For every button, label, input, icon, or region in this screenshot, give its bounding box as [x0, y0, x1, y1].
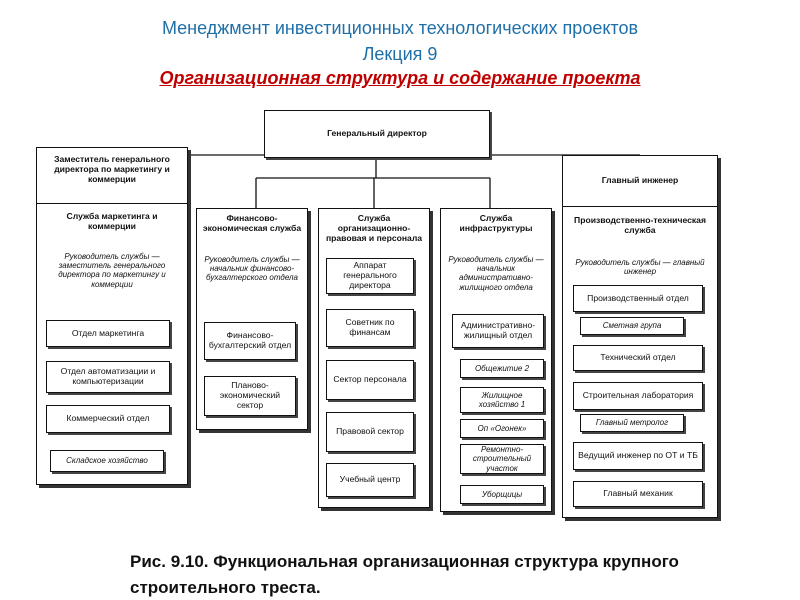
manager-marketing-label: Руководитель службы — заместитель генера… [58, 252, 166, 289]
unit-box: Финансово-бухгалтерский отдел [204, 322, 296, 360]
unit-box: Планово-экономический сектор [204, 376, 296, 416]
column-divider [37, 203, 187, 204]
unit-box: Коммерческий отдел [46, 405, 170, 433]
unit-label: Главный механик [603, 488, 673, 499]
sub-unit-label: Оп «Огонек» [477, 423, 527, 433]
general-director-box: Генеральный директор [264, 110, 490, 158]
unit-box: Ведущий инженер по ОТ и ТБ [573, 442, 703, 470]
service-production-label: Производственно-техническая служба [574, 215, 706, 235]
unit-label: Советник по финансам [345, 317, 395, 337]
unit-label: Планово-экономический сектор [219, 380, 281, 410]
sub-unit-box: Складское хозяйство [50, 450, 164, 472]
unit-label: Административно-жилищный отдел [460, 320, 536, 340]
unit-box: Технический отдел [573, 345, 703, 371]
unit-box: Аппарат генерального директора [326, 258, 414, 294]
sub-unit-label: Главный метролог [595, 418, 669, 428]
manager-finance-label: Руководитель службы — начальник финансов… [204, 255, 300, 283]
unit-box: Учебный центр [326, 463, 414, 497]
unit-label: Отдел автоматизации и компьютеризации [60, 366, 156, 386]
unit-box: Строительная лаборатория [573, 382, 703, 410]
unit-box: Правовой сектор [326, 412, 414, 452]
deputy-director-label: Заместитель генерального директора по ма… [54, 154, 170, 184]
manager-infrastructure-label: Руководитель службы — начальник админист… [448, 255, 544, 292]
sub-unit-box: Жилищное хозяйство 1 [460, 387, 544, 413]
sub-unit-label: Ремонтно-строительный участок [472, 445, 532, 473]
service-infrastructure-label: Служба инфраструктуры [459, 213, 533, 233]
column-divider [563, 206, 717, 207]
slide-title: Менеджмент инвестиционных технологически… [161, 18, 639, 38]
service-finance-label: Финансово-экономическая служба [202, 213, 302, 233]
general-director-label: Генеральный директор [327, 128, 427, 139]
unit-label: Учебный центр [339, 474, 401, 485]
sub-unit-label: Складское хозяйство [66, 456, 148, 466]
sub-unit-box: Сметная група [580, 317, 684, 335]
caption-line-2: строительного треста. [130, 578, 321, 597]
unit-label: Ведущий инженер по ОТ и ТБ [578, 450, 698, 461]
unit-box: Главный механик [573, 481, 703, 507]
chief-engineer-label: Главный инженер [601, 175, 679, 185]
unit-box: Отдел автоматизации и компьютеризации [46, 361, 170, 393]
unit-label: Коммерческий отдел [66, 413, 150, 424]
unit-label: Финансово-бухгалтерский отдел [208, 330, 292, 350]
unit-label: Сектор персонала [333, 374, 407, 385]
unit-box: Административно-жилищный отдел [452, 314, 544, 348]
slide-subtitle: Организационная структура и содержание п… [159, 68, 641, 88]
unit-label: Аппарат генерального директора [343, 260, 397, 290]
unit-box: Отдел маркетинга [46, 320, 170, 347]
sub-unit-box: Оп «Огонек» [460, 419, 544, 438]
service-legal-label: Служба организационно-правовая и персона… [325, 213, 423, 243]
unit-label: Отдел маркетинга [71, 327, 145, 338]
sub-unit-label: Общежитие 2 [474, 363, 530, 373]
sub-unit-box: Уборщицы [460, 485, 544, 504]
lecture-label: Лекция 9 [362, 44, 438, 64]
sub-unit-label: Уборщицы [481, 489, 523, 499]
unit-label: Правовой сектор [336, 426, 404, 437]
unit-label: Производственный отдел [587, 292, 689, 303]
caption-line-1: Рис. 9.10. Функциональная организационна… [130, 552, 679, 571]
manager-production-label: Руководитель службы — главный инженер [575, 258, 705, 277]
sub-unit-box: Главный метролог [580, 414, 684, 432]
unit-box: Производственный отдел [573, 285, 703, 312]
unit-label: Строительная лаборатория [582, 390, 694, 401]
unit-label: Технический отдел [600, 352, 676, 363]
service-marketing-label: Служба маркетинга и коммерции [66, 211, 158, 231]
unit-box: Советник по финансам [326, 309, 414, 347]
sub-unit-box: Общежитие 2 [460, 359, 544, 378]
sub-unit-label: Сметная група [602, 321, 662, 331]
sub-unit-label: Жилищное хозяйство 1 [478, 390, 526, 409]
unit-box: Сектор персонала [326, 360, 414, 400]
column-marketing [36, 147, 188, 485]
sub-unit-box: Ремонтно-строительный участок [460, 444, 544, 474]
